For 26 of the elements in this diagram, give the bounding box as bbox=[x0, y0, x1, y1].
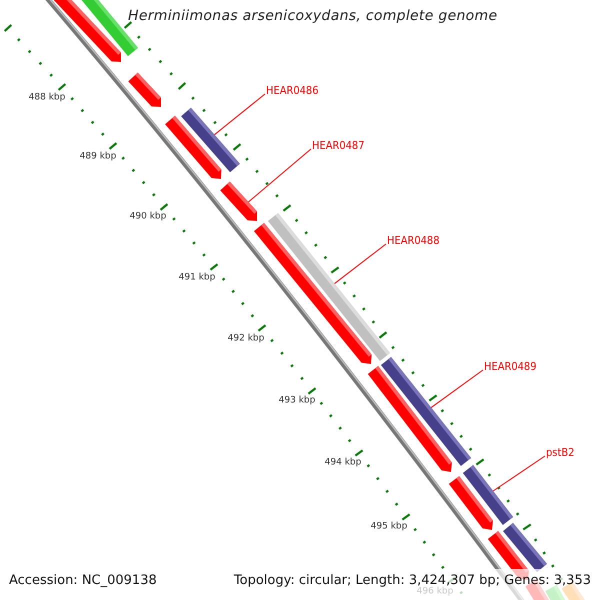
leader-line bbox=[430, 370, 484, 408]
scale-label: 494 kbp bbox=[324, 458, 362, 468]
gene-label: HEAR0486 bbox=[266, 84, 319, 97]
gene-label: HEAR0489 bbox=[484, 360, 537, 373]
gene-feature bbox=[220, 182, 258, 221]
gene-feature bbox=[368, 366, 452, 472]
gene-feature bbox=[52, 0, 121, 62]
leader-line bbox=[334, 244, 386, 284]
leader-line bbox=[492, 456, 546, 492]
scale-label: 492 kbp bbox=[228, 334, 264, 344]
scale-label: 490 kbp bbox=[130, 212, 166, 222]
gene-feature bbox=[165, 116, 222, 179]
scale-label: 489 kbp bbox=[80, 152, 116, 162]
scale-label: 488 kbp bbox=[28, 92, 66, 104]
accession-text: Accession: NC_009138 bbox=[9, 573, 157, 588]
gene-label: HEAR0487 bbox=[312, 139, 365, 152]
genome-info-text: Topology: circular; Length: 3,424,307 bp; Genes: 3,353 bbox=[234, 573, 591, 588]
gene-feature bbox=[128, 72, 161, 107]
gene-label: HEAR0488 bbox=[387, 234, 440, 247]
scale-label: 495 kbp bbox=[370, 522, 408, 532]
scale-label: 491 kbp bbox=[178, 272, 216, 284]
gene-feature bbox=[448, 476, 493, 530]
gene-label: pstB2 bbox=[546, 446, 574, 459]
diagram-title: Herminiimonas arsenicoxydans, complete genome bbox=[128, 8, 498, 24]
leader-line bbox=[248, 148, 312, 202]
scale-label: 493 kbp bbox=[278, 396, 316, 406]
